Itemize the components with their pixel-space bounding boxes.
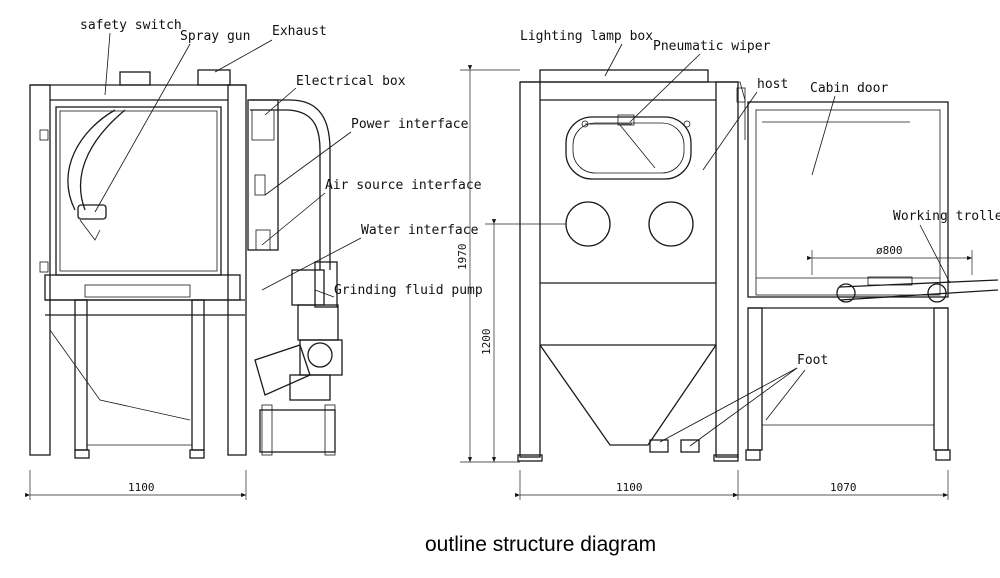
diagram-title: outline structure diagram <box>425 533 656 556</box>
label-power-interface: Power interface <box>351 117 469 132</box>
label-foot: Foot <box>797 353 828 368</box>
window-height-dim: 1200 <box>480 329 493 356</box>
label-electrical-box: Electrical box <box>296 74 406 89</box>
host-width-dim: 1100 <box>616 481 643 494</box>
label-cabin-door: Cabin door <box>810 81 888 96</box>
front-width-dim: 1100 <box>128 481 155 494</box>
label-host: host <box>757 77 788 92</box>
side-view: ø800 1970 1200 1100 1070 Lighting lamp b… <box>456 29 1000 500</box>
label-pneumatic-wiper: Pneumatic wiper <box>653 39 771 54</box>
label-exhaust: Exhaust <box>272 24 327 39</box>
diameter-dim: ø800 <box>876 244 903 257</box>
label-grinding-fluid-pump: Grinding fluid pump <box>334 283 483 298</box>
front-view: 1100 safety switch Spray gun Exhaust Ele… <box>25 18 483 500</box>
label-air-source-interface: Air source interface <box>325 178 482 193</box>
trolley-width-dim: 1070 <box>830 481 857 494</box>
label-lighting-lamp-box: Lighting lamp box <box>520 29 653 44</box>
label-safety-switch: safety switch <box>80 18 182 33</box>
label-working-trolley: Working trolley <box>893 209 1000 224</box>
height-dim: 1970 <box>456 244 469 271</box>
label-spray-gun: Spray gun <box>180 29 250 44</box>
label-water-interface: Water interface <box>361 223 479 238</box>
